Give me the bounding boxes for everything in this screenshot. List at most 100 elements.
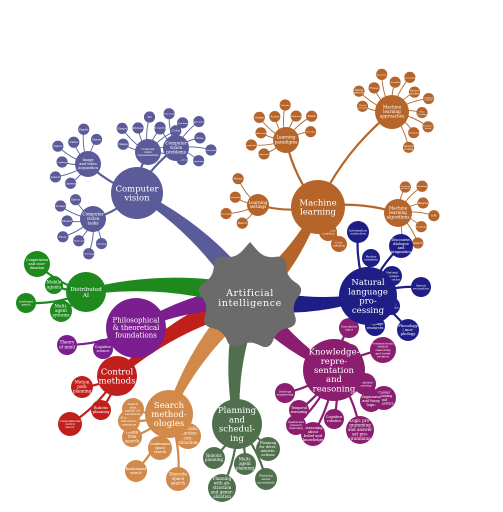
leaf-node-factor-models[interactable] [408, 86, 421, 98]
leaf-node-objects[interactable] [69, 194, 82, 206]
leaf-node-sparse-coding[interactable] [402, 141, 415, 153]
subtopic-node-machine-translation[interactable] [362, 249, 380, 267]
subtopic-node-speech-recognition[interactable] [411, 277, 431, 297]
leaf-node-bagging[interactable] [417, 197, 429, 209]
leaf-node-captioning[interactable] [193, 155, 205, 167]
subtopic-node-planning-under-uncertainty[interactable] [255, 468, 277, 490]
leaf-node-active[interactable] [269, 110, 281, 123]
leaf-node-unsupervised[interactable] [245, 139, 257, 151]
leaf-node-mosaics[interactable] [61, 215, 73, 227]
branch-node-knowledge-representation-and-reasoning[interactable] [303, 339, 365, 401]
leaf-node-image[interactable] [117, 138, 129, 150]
leaf-node-instance-based[interactable] [422, 121, 434, 133]
subtopic-node-nonmonotonic-default-reasoning-and-belief-revision[interactable] [370, 337, 396, 363]
subtopic-node-machine-learning-approaches[interactable] [375, 95, 409, 129]
branch-node-computer-vision[interactable] [111, 167, 163, 219]
subtopic-node-cooperation-and-coor-dination[interactable] [24, 251, 50, 277]
leaf-node-online[interactable] [253, 111, 265, 123]
branch-node-natural-language-processing[interactable] [339, 267, 397, 325]
subtopic-node-computer-vision-problems[interactable] [163, 135, 189, 161]
subtopic-node-continuous-space-search[interactable] [148, 436, 172, 460]
subtopic-node-theory-of-mind[interactable] [57, 335, 77, 355]
leaf-node-streaming[interactable] [220, 207, 232, 220]
subtopic-node-search-with-partial-ob-servations[interactable] [122, 398, 144, 420]
subtopic-node-randomized-search[interactable] [125, 460, 147, 482]
branch-node-search-methodologies[interactable] [145, 390, 193, 438]
leaf-node-reinforcement[interactable] [255, 127, 267, 139]
leaf-node-scenes[interactable] [54, 200, 67, 212]
leaf-node-bayesian[interactable] [376, 68, 388, 80]
branch-node-machine-learning[interactable] [291, 180, 345, 234]
leaf-node-trees[interactable] [368, 82, 380, 94]
leaf-node-flow[interactable] [57, 231, 69, 243]
leaf-node-stereo[interactable] [90, 133, 103, 146]
leaf-node-privacy[interactable] [232, 173, 244, 185]
leaf-node-optics[interactable] [52, 140, 64, 152]
leaf-node-depth[interactable] [78, 123, 90, 135]
subtopic-node-planning-for-deter-ministic-actions[interactable] [256, 437, 280, 461]
subtopic-node-reasoning-about-belief-and-knowledge[interactable] [301, 422, 325, 446]
leaf-node-color[interactable] [170, 125, 182, 137]
leaf-node-rule-learning[interactable] [416, 106, 428, 119]
leaf-node-segmentation[interactable] [193, 115, 205, 128]
leaf-node-tracking[interactable] [177, 117, 189, 129]
subtopic-node-cross-validation[interactable] [331, 236, 347, 252]
leaf-node-ensembles[interactable] [389, 76, 401, 88]
leaf-node-shape[interactable] [116, 122, 128, 134]
leaf-node-em[interactable] [428, 210, 440, 222]
leaf-node-kernel-methods[interactable] [353, 85, 365, 97]
leaf-node-detection[interactable] [163, 108, 175, 120]
leaf-node-neural-networks[interactable] [356, 100, 369, 112]
leaf-node-evolutionary[interactable] [408, 127, 420, 139]
subtopic-node-robotic-planning[interactable] [203, 447, 225, 469]
leaf-node-sampling[interactable] [415, 221, 427, 233]
leaf-node-search[interactable] [412, 237, 424, 249]
subtopic-node-machine-learning-algorithms[interactable] [384, 199, 412, 227]
leaf-node-boosting[interactable] [416, 180, 428, 192]
leaf-node-restoration[interactable] [205, 144, 217, 156]
subtopic-node-multi-agent-systems[interactable] [50, 300, 72, 322]
subtopic-node-cognitive-robotics[interactable] [324, 409, 344, 429]
leaf-node-multi-task[interactable] [290, 110, 302, 122]
branch-node-control-methods[interactable] [97, 356, 137, 396]
leaf-node-cameras[interactable] [64, 177, 77, 189]
subtopic-node-information-extraction[interactable] [347, 221, 369, 243]
subtopic-node-discrete-space-search[interactable] [166, 467, 190, 491]
branch-node-distributed-ai[interactable] [66, 272, 106, 312]
center-node-artificial-intelligence[interactable] [206, 254, 294, 342]
subtopic-node-planning-with-ab-straction-and-gener-alization[interactable] [208, 474, 236, 502]
subtopic-node-game-tree-search[interactable] [122, 427, 142, 447]
subtopic-node-motion-path-planning[interactable] [71, 376, 93, 398]
leaf-node-sensors[interactable] [49, 171, 62, 183]
leaf-node-clustering[interactable] [404, 71, 416, 83]
subtopic-node-description-logics[interactable] [339, 318, 359, 338]
leaf-node-transfer[interactable] [279, 99, 291, 111]
subtopic-node-multi-agent-planning[interactable] [234, 453, 256, 475]
leaf-node-retrieval[interactable] [73, 235, 85, 247]
leaf-node-meta[interactable] [306, 110, 318, 122]
subtopic-node-vagueness-and-fuzzy-logic[interactable] [360, 390, 382, 412]
subtopic-node-image-and-video-acquisition[interactable] [75, 151, 101, 177]
leaf-node-pose[interactable] [194, 132, 206, 144]
subtopic-node-intelligent-agents[interactable] [16, 293, 36, 313]
subtopic-node-spatial-and-physical-reasoning[interactable] [286, 415, 306, 435]
leaf-node-matching[interactable] [83, 248, 95, 260]
leaf-node-batch[interactable] [236, 217, 248, 229]
subtopic-node-computational-control-theory[interactable] [58, 412, 82, 436]
leaf-node-recognition[interactable] [154, 121, 166, 133]
leaf-node-federated[interactable] [229, 191, 241, 203]
subtopic-node-learning-settings[interactable] [247, 194, 269, 216]
leaf-node-3d[interactable] [143, 111, 156, 123]
leaf-node-labeling[interactable] [95, 237, 108, 250]
leaf-node-video[interactable] [68, 136, 80, 148]
subtopic-node-cognitive-science[interactable] [93, 339, 113, 359]
subtopic-node-logic-pro-gramming-and-answer-set-pro-gramming[interactable] [346, 416, 374, 444]
subtopic-node-robotic-planning[interactable] [91, 400, 111, 420]
subtopic-node-temporal-reasoning[interactable] [289, 400, 309, 420]
leaf-node-supervised[interactable] [258, 148, 270, 160]
leaf-node-gradient-descent[interactable] [399, 181, 411, 193]
leaf-node-few-shot[interactable] [305, 126, 317, 138]
subtopic-node-discourse-dialogue-and-pragmatics[interactable] [389, 234, 413, 258]
subtopic-node-computer-vision-representations[interactable] [135, 139, 161, 165]
leaf-node-motion[interactable] [132, 122, 144, 134]
